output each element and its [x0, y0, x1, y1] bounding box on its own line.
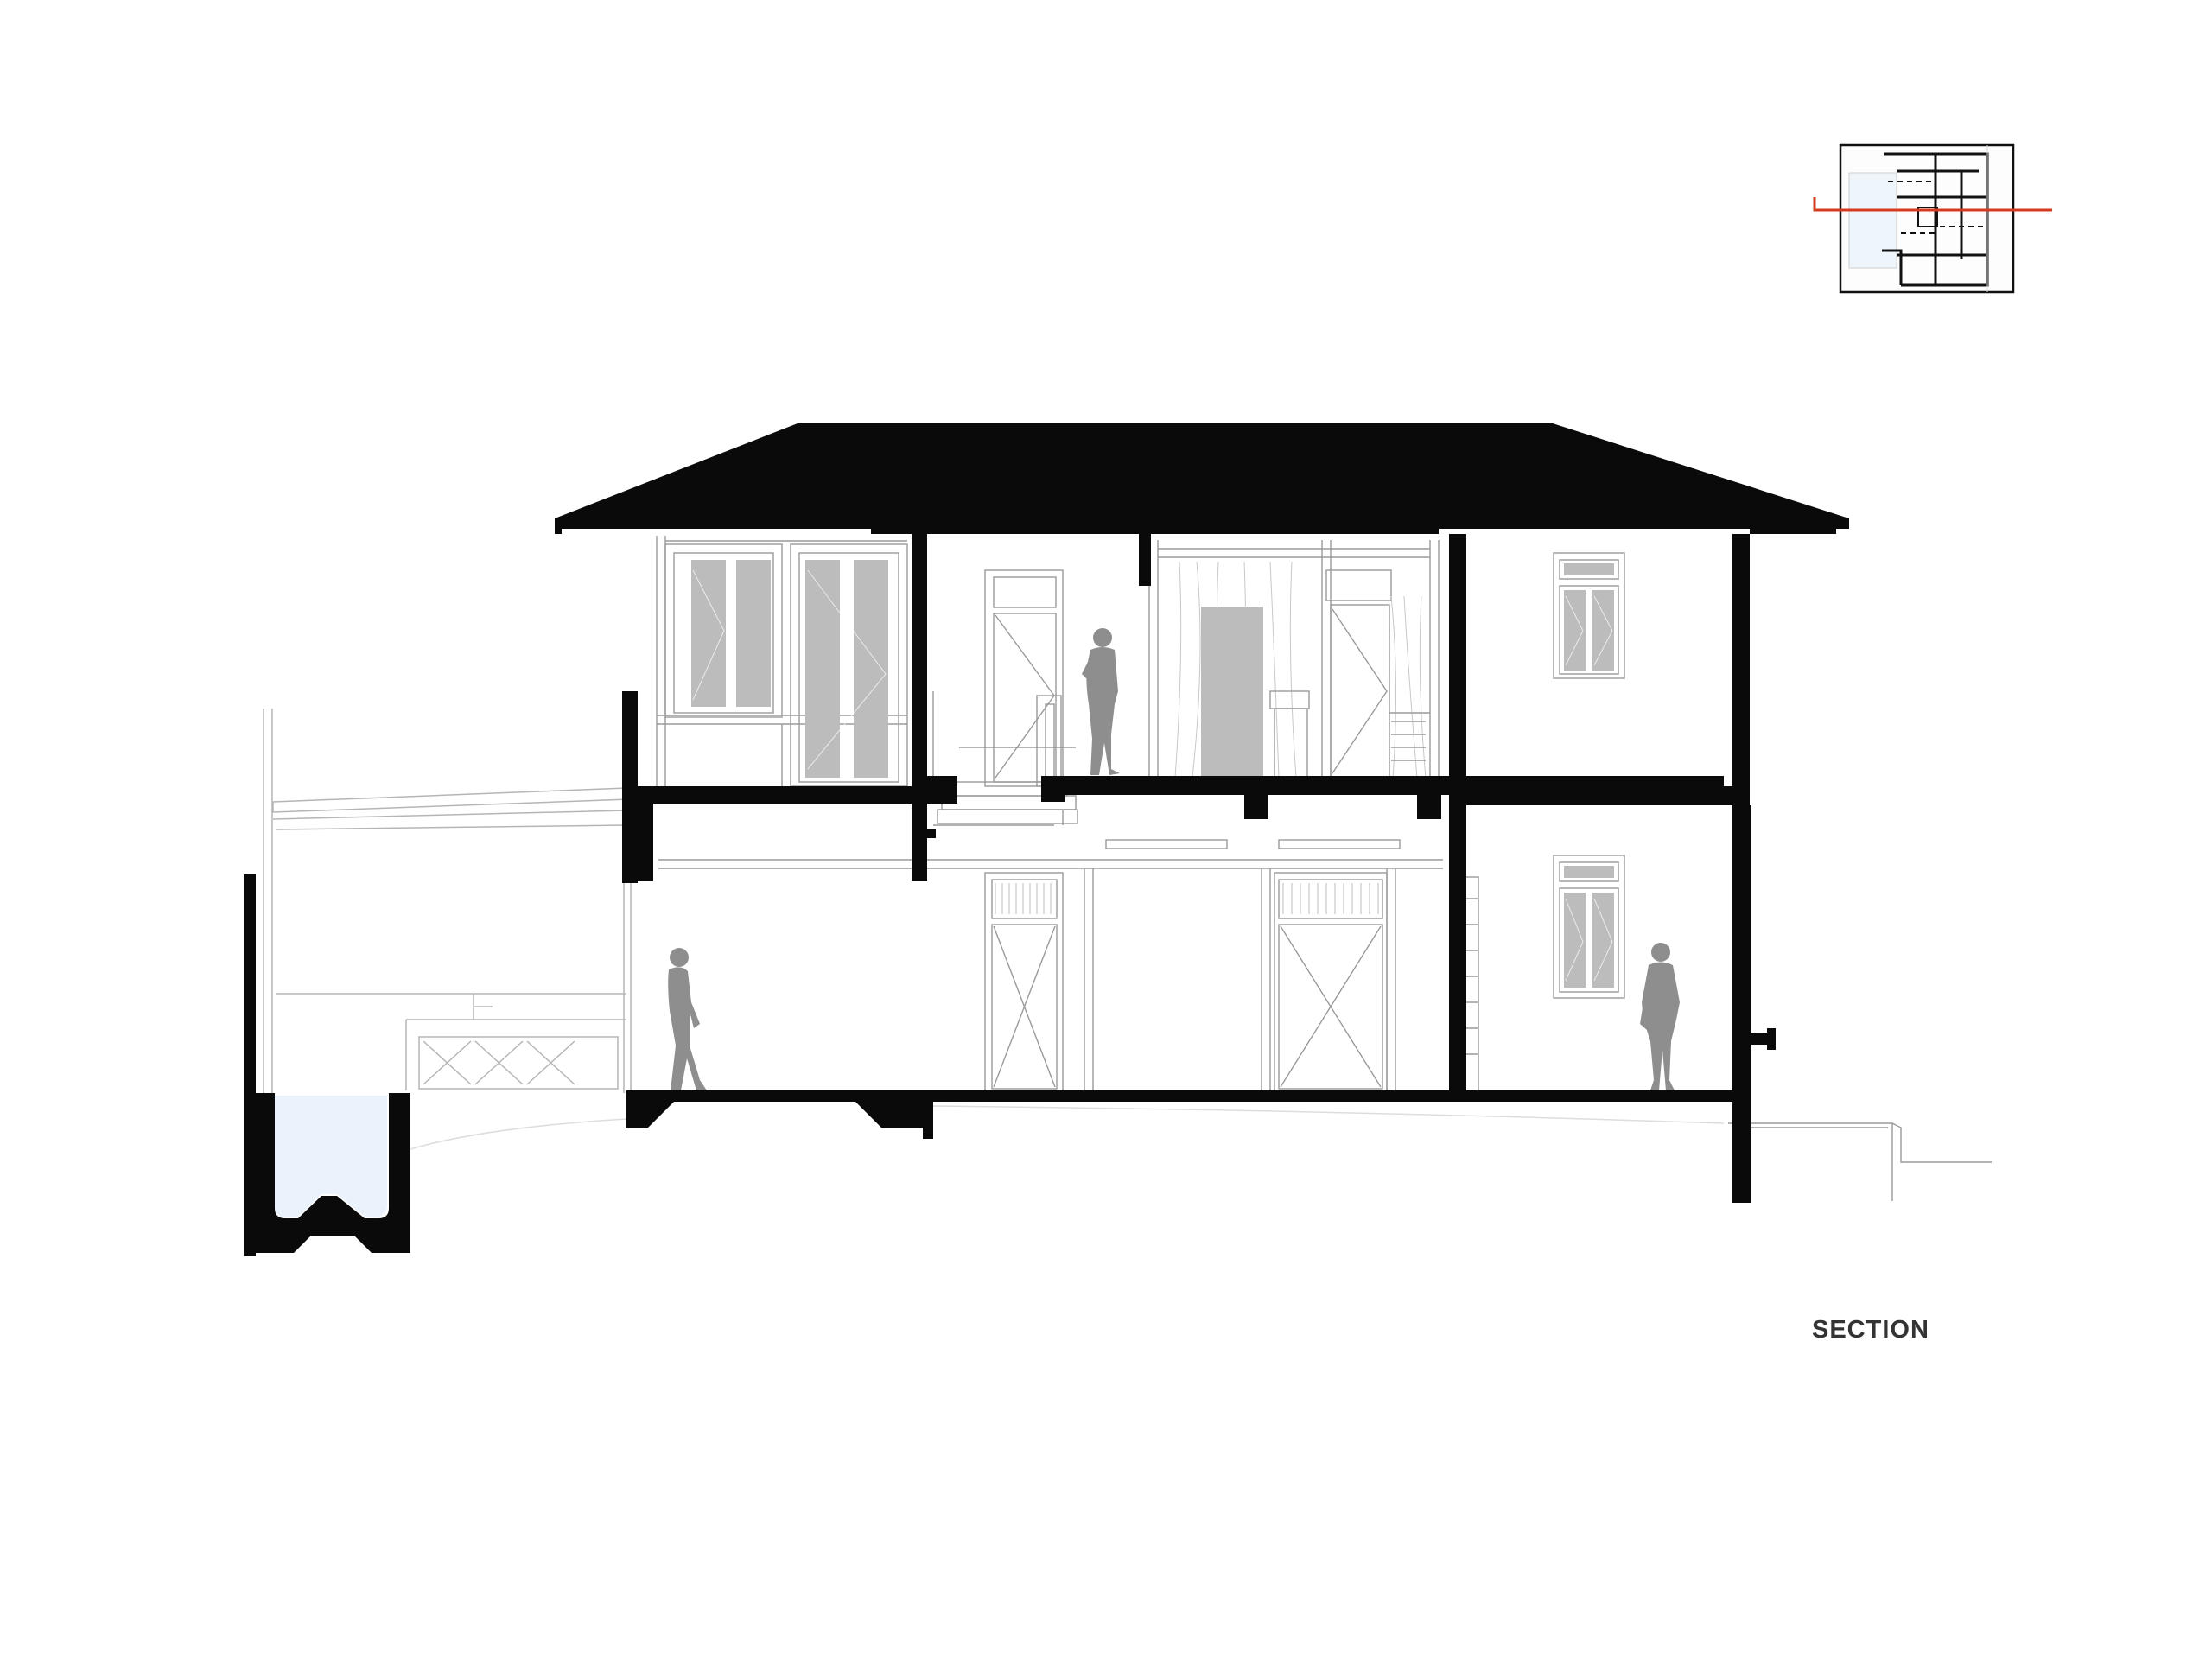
left-canopy-elevation — [263, 709, 632, 1093]
section-cut — [244, 423, 1849, 1256]
pool-water — [275, 1096, 387, 1217]
roof — [555, 423, 1849, 534]
glass-panels — [691, 560, 1614, 988]
key-plan — [1813, 143, 2052, 294]
ground-slab — [626, 1090, 1751, 1203]
interior-elevation — [656, 536, 1992, 1201]
pool-structure — [256, 1093, 410, 1253]
human-figures — [668, 628, 1680, 1090]
figure-upper-standing — [1082, 628, 1120, 775]
ground-line — [410, 1105, 1725, 1150]
section-title: SECTION — [1812, 1316, 1929, 1344]
section-cut-line — [1813, 197, 2052, 212]
figure-lower-walking — [668, 948, 707, 1090]
figure-lower-right — [1640, 943, 1680, 1090]
